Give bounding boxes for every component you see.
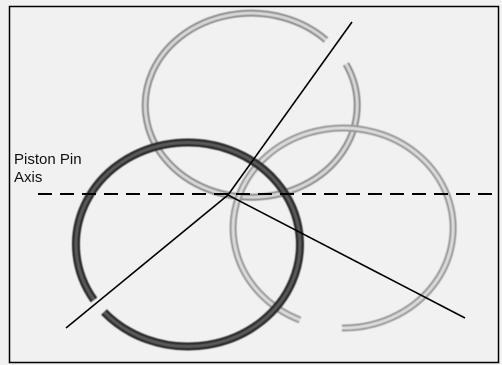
piston-pin-axis-label-line1: Piston Pin <box>14 152 82 168</box>
piston-pin-axis-label-line2: Axis <box>14 170 42 186</box>
